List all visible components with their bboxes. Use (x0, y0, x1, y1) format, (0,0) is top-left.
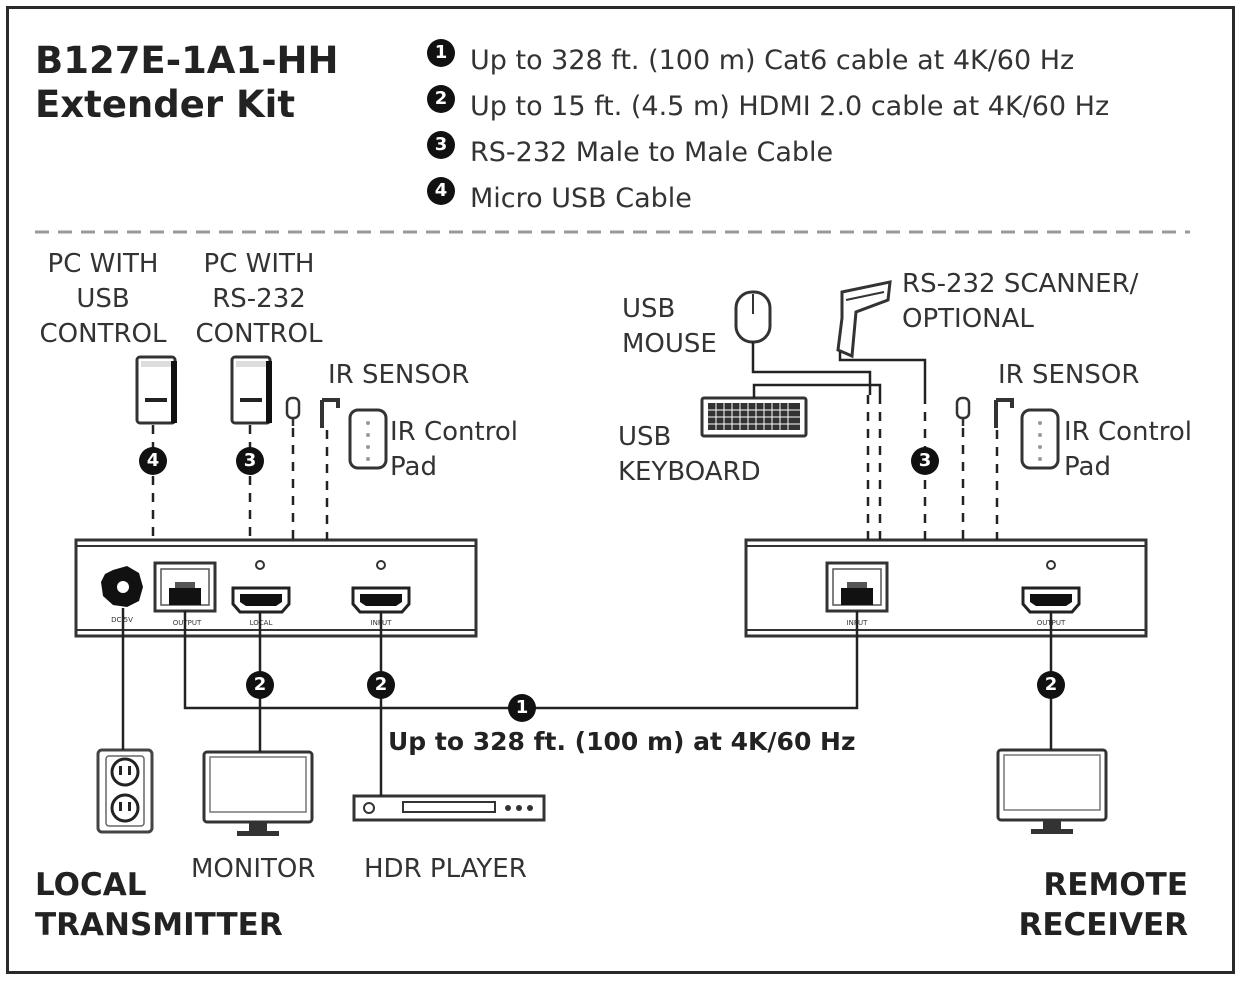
power-outlet-icon (96, 748, 154, 834)
hdr-player-label: HDR PLAYER (364, 854, 527, 884)
title-line-1: B127E-1A1-HH (35, 39, 339, 82)
diagram-frame (6, 6, 1235, 974)
cable-badge-2-local: 2 (246, 671, 274, 699)
title-line-2: Extender Kit (35, 83, 296, 126)
legend-badge-2: 2 (427, 85, 455, 113)
barcode-scanner-icon (836, 280, 892, 359)
ethernet-output-port (153, 561, 217, 613)
hdmi-output-port (1021, 586, 1081, 614)
distance-label: Up to 328 ft. (100 m) at 4K/60 Hz (388, 727, 856, 756)
ir-pad-icon-local (348, 408, 388, 470)
ir-sensor-icon-local (285, 396, 340, 428)
monitor-icon-remote (996, 748, 1108, 834)
hdr-player-icon (352, 794, 546, 822)
usb-keyboard-icon (700, 396, 808, 438)
legend-badge-3: 3 (427, 131, 455, 159)
legend-badge-1: 1 (427, 39, 455, 67)
legend-text-1: Up to 328 ft. (100 m) Cat6 cable at 4K/6… (470, 45, 1075, 76)
legend-text-4: Micro USB Cable (470, 183, 692, 214)
cable-badge-2-input: 2 (367, 671, 395, 699)
led-output (1046, 560, 1056, 570)
ir-sensor-label-remote: IR SENSOR (998, 360, 1140, 390)
monitor-label: MONITOR (191, 854, 316, 884)
hdmi-input-port (351, 586, 411, 614)
led-local (255, 560, 265, 570)
scanner-label: RS-232 SCANNER/OPTIONAL (902, 269, 1139, 334)
hdmi-local-port (231, 586, 291, 614)
monitor-icon-local (202, 750, 314, 836)
remote-usb-cables (751, 342, 927, 398)
local-dashed-cables (151, 425, 329, 540)
ethernet-input-port (825, 561, 889, 613)
cable-badge-4: 4 (139, 447, 167, 475)
cable-badge-3-remote: 3 (911, 447, 939, 475)
pc-usb-icon (135, 355, 177, 425)
legend-badge-4: 4 (427, 177, 455, 205)
usb-mouse-icon (734, 290, 772, 344)
cable-badge-1: 1 (508, 694, 536, 722)
ir-pad-icon-remote (1020, 408, 1060, 470)
led-input (376, 560, 386, 570)
pc-rs232-icon (230, 355, 272, 425)
power-jack-icon (101, 566, 143, 607)
ir-sensor-label-local: IR SENSOR (328, 360, 470, 390)
legend-text-3: RS-232 Male to Male Cable (470, 137, 834, 168)
cable-badge-3-local: 3 (236, 447, 264, 475)
port-label-output: OUTPUT (173, 619, 202, 627)
ir-sensor-icon-remote (955, 396, 1014, 428)
legend-text-2: Up to 15 ft. (4.5 m) HDMI 2.0 cable at 4… (470, 91, 1110, 122)
remote-receiver-unit (744, 538, 1148, 638)
cable-badge-2-remote: 2 (1037, 671, 1065, 699)
